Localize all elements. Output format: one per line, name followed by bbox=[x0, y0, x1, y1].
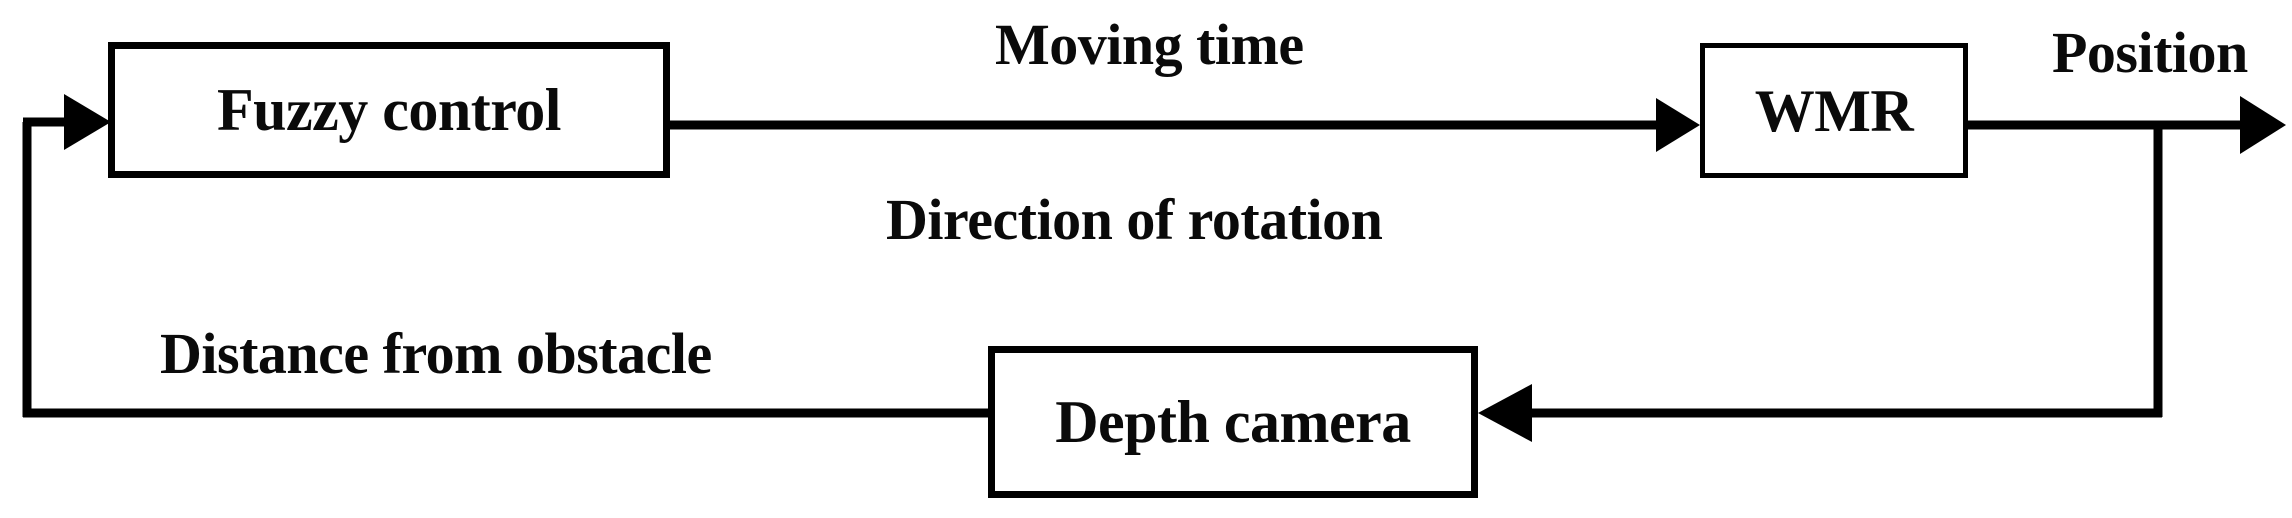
signal-label-moving-time: Moving time bbox=[995, 12, 1304, 77]
block-fuzzy-control-label: Fuzzy control bbox=[217, 77, 561, 143]
signal-label-distance-from-obstacle: Distance from obstacle bbox=[160, 321, 712, 386]
arrow-left-icon-into-depth-camera bbox=[1478, 384, 1532, 442]
block-fuzzy-control[interactable]: Fuzzy control bbox=[108, 42, 670, 178]
block-depth-camera[interactable]: Depth camera bbox=[988, 346, 1478, 498]
block-wmr-label: WMR bbox=[1754, 77, 1914, 144]
block-depth-camera-label: Depth camera bbox=[1055, 389, 1411, 455]
arrow-right-icon-output bbox=[2240, 96, 2286, 154]
arrow-right-icon-into-fuzzy-control bbox=[64, 94, 111, 150]
signal-label-direction-of-rotation: Direction of rotation bbox=[886, 187, 1383, 252]
arrow-right-icon-into-wmr bbox=[1656, 98, 1700, 152]
block-wmr[interactable]: WMR bbox=[1700, 43, 1968, 178]
signal-label-position: Position bbox=[2052, 20, 2248, 85]
